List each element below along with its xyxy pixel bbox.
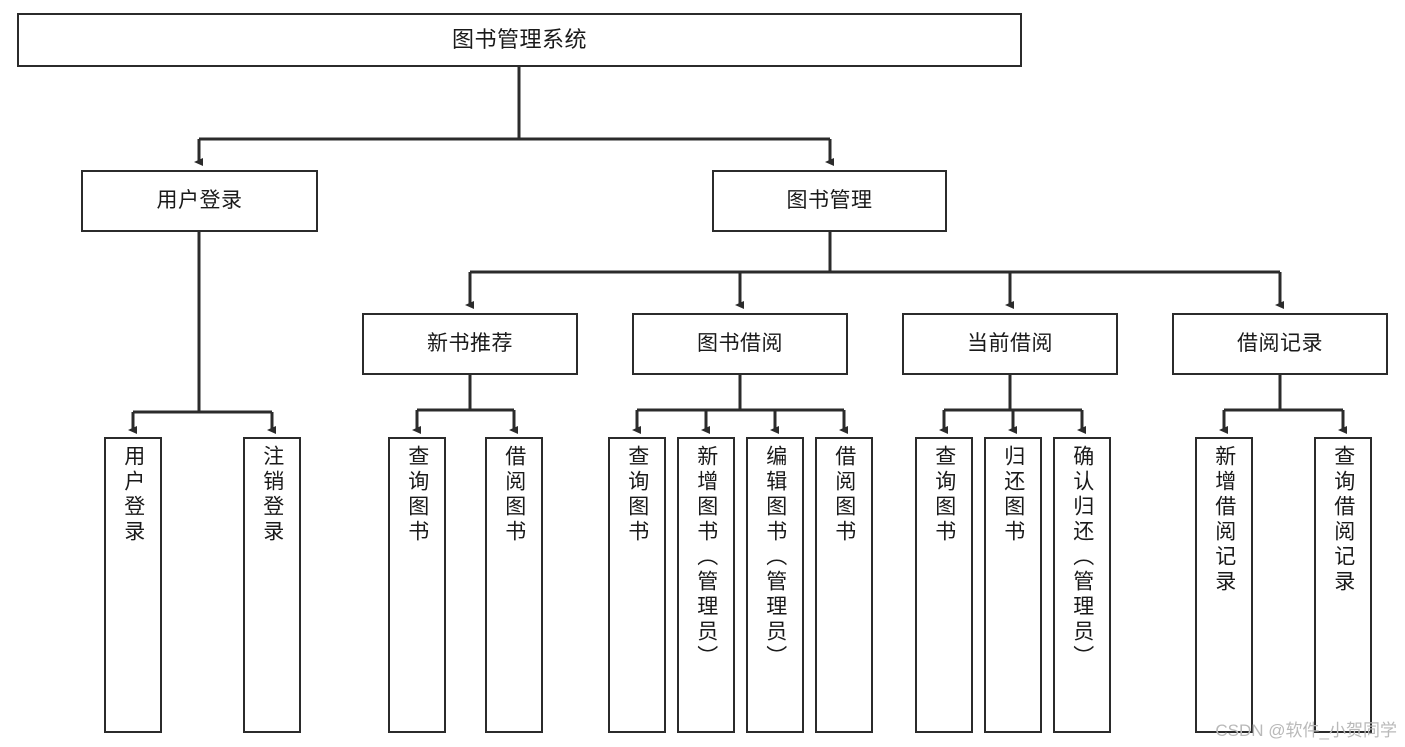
node-leaf-query-book-2-label: 查询图书 <box>625 445 649 545</box>
node-leaf-query-book-3[interactable]: 查询图书 <box>915 437 973 733</box>
node-leaf-add-book[interactable]: 新增图书（管理员） <box>677 437 735 733</box>
node-leaf-confirm-return-label: 确认归还（管理员） <box>1070 445 1094 670</box>
node-leaf-user-login[interactable]: 用户登录 <box>104 437 162 733</box>
node-leaf-add-book-label: 新增图书（管理员） <box>694 445 718 670</box>
node-leaf-borrow-book-2[interactable]: 借阅图书 <box>815 437 873 733</box>
node-root-label: 图书管理系统 <box>451 27 587 53</box>
node-leaf-borrow-book-2-label: 借阅图书 <box>832 445 856 545</box>
node-new-book-rec-label: 新书推荐 <box>427 331 513 355</box>
node-new-book-rec[interactable]: 新书推荐 <box>362 313 578 375</box>
node-leaf-query-record[interactable]: 查询借阅记录 <box>1314 437 1372 733</box>
node-borrow-record[interactable]: 借阅记录 <box>1172 313 1388 375</box>
node-leaf-user-login-label: 用户登录 <box>121 445 145 545</box>
node-leaf-confirm-return[interactable]: 确认归还（管理员） <box>1053 437 1111 733</box>
node-leaf-query-record-label: 查询借阅记录 <box>1331 445 1355 595</box>
node-user-login[interactable]: 用户登录 <box>81 170 318 232</box>
node-leaf-edit-book[interactable]: 编辑图书（管理员） <box>746 437 804 733</box>
node-leaf-add-record[interactable]: 新增借阅记录 <box>1195 437 1253 733</box>
node-current-borrow-label: 当前借阅 <box>967 331 1053 355</box>
node-leaf-query-book-3-label: 查询图书 <box>932 445 956 545</box>
node-leaf-borrow-book-1-label: 借阅图书 <box>502 445 526 545</box>
node-leaf-borrow-book-1[interactable]: 借阅图书 <box>485 437 543 733</box>
node-leaf-logout-login[interactable]: 注销登录 <box>243 437 301 733</box>
node-leaf-query-book-1-label: 查询图书 <box>405 445 429 545</box>
node-leaf-return-book[interactable]: 归还图书 <box>984 437 1042 733</box>
node-borrow-record-label: 借阅记录 <box>1237 331 1323 355</box>
node-leaf-add-record-label: 新增借阅记录 <box>1212 445 1236 595</box>
node-leaf-edit-book-label: 编辑图书（管理员） <box>763 445 787 670</box>
node-leaf-logout-login-label: 注销登录 <box>260 445 284 545</box>
node-book-manage-label: 图书管理 <box>786 188 873 212</box>
node-leaf-query-book-1[interactable]: 查询图书 <box>388 437 446 733</box>
node-root[interactable]: 图书管理系统 <box>17 13 1022 67</box>
node-book-manage[interactable]: 图书管理 <box>712 170 947 232</box>
watermark-text: CSDN @软件_小贺同学 <box>1215 721 1397 740</box>
node-book-borrow-label: 图书借阅 <box>697 331 783 355</box>
node-user-login-label: 用户登录 <box>156 188 243 212</box>
node-leaf-return-book-label: 归还图书 <box>1001 445 1025 545</box>
node-current-borrow[interactable]: 当前借阅 <box>902 313 1118 375</box>
node-leaf-query-book-2[interactable]: 查询图书 <box>608 437 666 733</box>
node-book-borrow[interactable]: 图书借阅 <box>632 313 848 375</box>
